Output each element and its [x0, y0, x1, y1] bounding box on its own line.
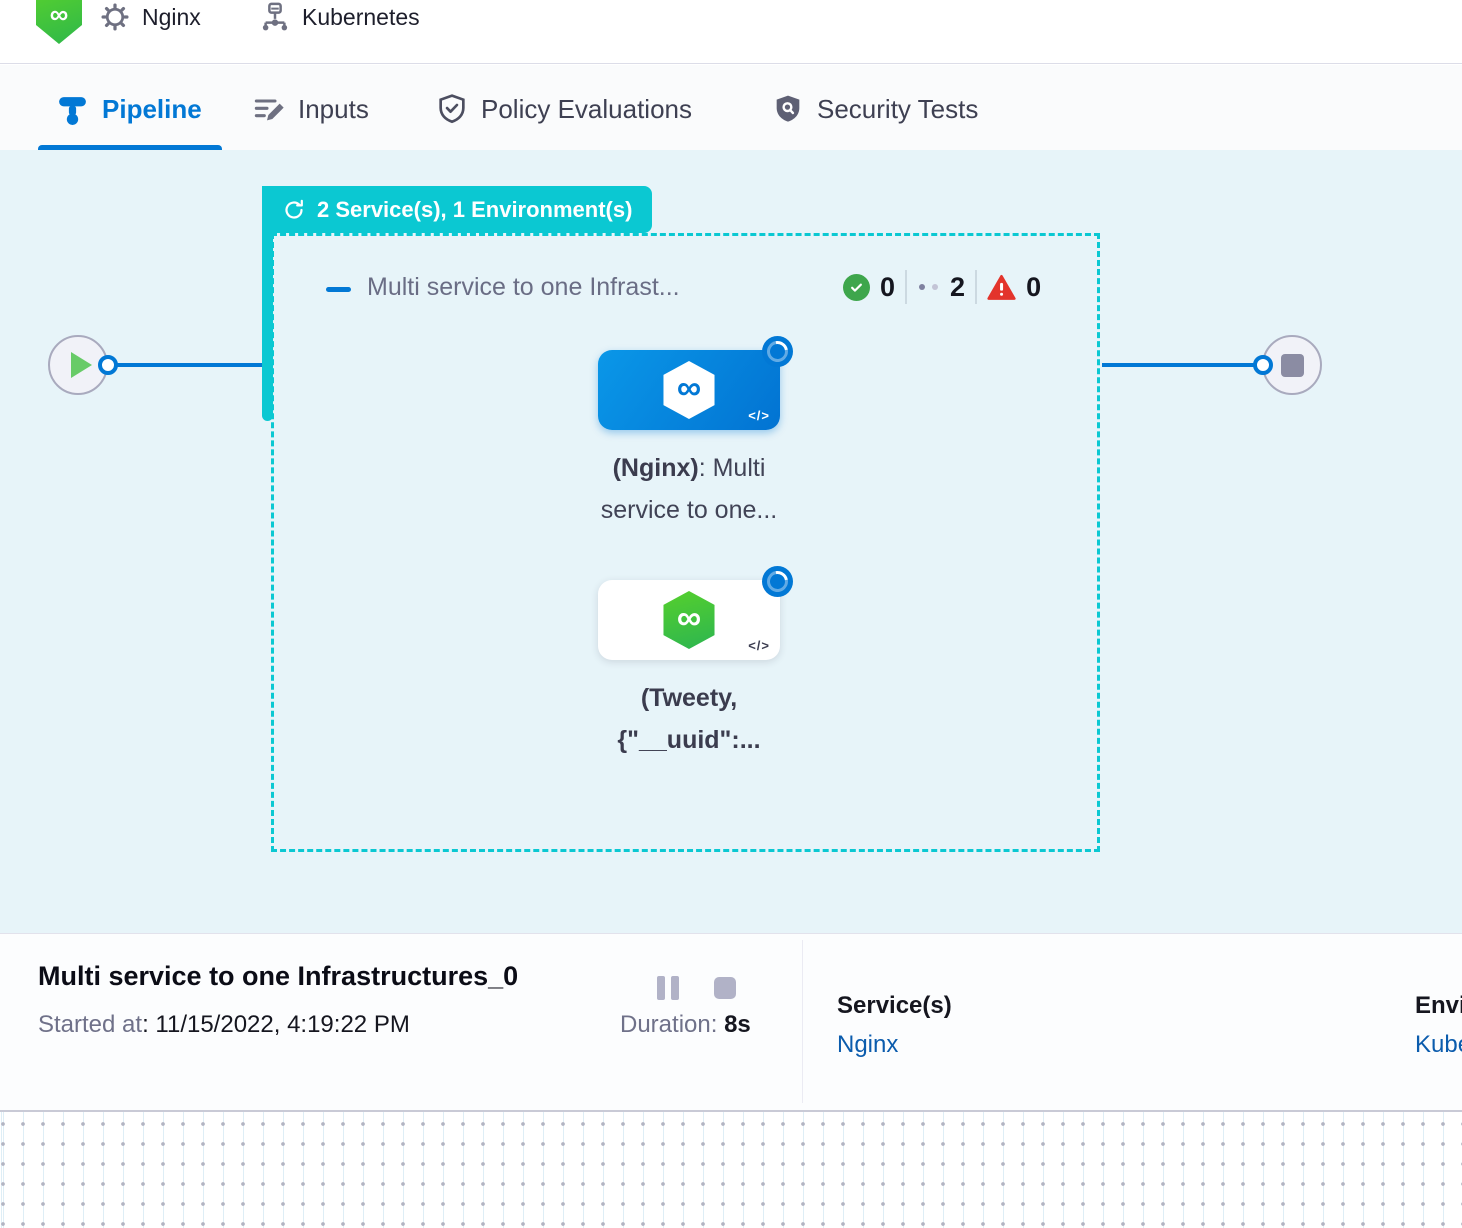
started-at-label: Started at	[38, 1011, 143, 1038]
node-tweety-label-line1: (Tweety,	[640, 684, 738, 712]
loop-icon	[285, 199, 303, 219]
gear-icon	[101, 3, 129, 31]
play-icon	[70, 352, 92, 378]
stage-group-boundary	[271, 233, 1100, 852]
node-nginx-label-line2: service to one...	[600, 496, 778, 524]
services-link[interactable]: Nginx	[837, 1031, 899, 1058]
tab-inputs-label: Inputs	[298, 93, 369, 124]
tab-pipeline[interactable]: Pipeline	[56, 87, 202, 131]
harness-step-icon: ∞	[663, 591, 715, 649]
started-at: Started at: 11/15/2022, 4:19:22 PM	[38, 1011, 410, 1039]
node-tweety[interactable]: ∞ </>	[598, 566, 793, 660]
success-check-icon	[843, 273, 870, 301]
abort-button[interactable]	[714, 977, 736, 999]
cluster-breadcrumb-label: Kubernetes	[302, 3, 420, 30]
services-label: Service(s)	[837, 992, 952, 1019]
kubernetes-cluster-icon	[262, 2, 288, 31]
duration: Duration: 8s	[620, 1011, 751, 1039]
stage-status-counts: 0 2 0	[843, 270, 1041, 304]
inputs-icon	[254, 99, 284, 121]
pause-button[interactable]	[657, 976, 691, 1000]
node-nginx-label-rest: : Multi	[698, 454, 766, 482]
pipeline-icon	[59, 96, 86, 125]
environments-label: Environment(s)	[1415, 992, 1462, 1019]
execution-summary-bar: Multi service to one Infrastructures_0 S…	[0, 933, 1462, 1110]
active-tab-underline	[38, 145, 222, 150]
node-tweety-label-line2: {"__uuid":...	[617, 726, 761, 754]
log-canvas-grid[interactable]	[0, 1110, 1462, 1228]
security-shield-icon	[776, 95, 800, 122]
tab-policy-evaluations[interactable]: Policy Evaluations	[436, 87, 692, 131]
edge-start-to-stage	[110, 363, 263, 367]
node-nginx[interactable]: ∞ </>	[598, 336, 793, 430]
edge-connector-dot	[98, 355, 118, 375]
environments-link[interactable]: Kubernetes	[1415, 1031, 1462, 1058]
failed-count: 0	[1026, 271, 1042, 302]
stage-group-strip	[262, 186, 273, 421]
infinity-glyph: ∞	[676, 598, 702, 637]
service-breadcrumb-label: Nginx	[142, 3, 201, 30]
tab-policy-evaluations-label: Policy Evaluations	[481, 93, 692, 124]
edge-stage-to-end	[1102, 363, 1255, 367]
running-dots-icon	[917, 284, 940, 290]
code-icon: </>	[748, 638, 770, 653]
cluster-breadcrumb[interactable]: Kubernetes	[260, 0, 420, 34]
infinity-glyph: ∞	[49, 0, 69, 29]
execution-tab-bar: Pipeline Inputs Policy Evaluations Secur…	[0, 65, 1462, 150]
running-count: 2	[950, 271, 966, 302]
tab-security-tests[interactable]: Security Tests	[772, 87, 978, 131]
services-summary: Service(s) Nginx	[837, 992, 952, 1059]
top-bar: ∞ Nginx	[0, 0, 1462, 64]
pipeline-canvas[interactable]: 2 Service(s), 1 Environment(s) Multi ser…	[0, 150, 1462, 933]
stop-icon	[1280, 353, 1304, 377]
stage-group-badge[interactable]: 2 Service(s), 1 Environment(s)	[262, 186, 653, 233]
execution-title: Multi service to one Infrastructures_0	[38, 961, 519, 991]
success-count: 0	[880, 271, 896, 302]
edge-connector-dot	[1253, 355, 1273, 375]
infinity-glyph: ∞	[676, 368, 702, 407]
running-spinner-icon	[762, 336, 793, 367]
code-icon: </>	[748, 408, 770, 423]
collapse-stage-button[interactable]	[326, 287, 351, 292]
tab-inputs[interactable]: Inputs	[253, 87, 369, 131]
count-separator	[905, 270, 908, 304]
failed-warning-icon	[987, 274, 1016, 300]
started-at-value: : 11/15/2022, 4:19:22 PM	[142, 1011, 410, 1038]
policy-shield-check-icon	[439, 94, 465, 124]
tab-pipeline-label: Pipeline	[102, 93, 202, 124]
footer-divider	[802, 940, 803, 1103]
node-tweety-label: (Tweety, {"__uuid":...	[523, 677, 855, 761]
stage-group-badge-label: 2 Service(s), 1 Environment(s)	[317, 196, 633, 222]
duration-value: 8s	[724, 1011, 751, 1038]
node-nginx-label-bold: (Nginx)	[612, 454, 699, 482]
harness-step-icon: ∞	[663, 361, 715, 419]
node-nginx-label: (Nginx): Multi service to one...	[523, 447, 855, 531]
stage-title: Multi service to one Infrast...	[367, 273, 680, 301]
running-spinner-icon	[762, 566, 793, 597]
duration-label: Duration:	[620, 1011, 725, 1038]
environments-summary: Environment(s) Kubernetes	[1415, 992, 1462, 1059]
harness-logo-icon: ∞	[36, 0, 82, 44]
service-breadcrumb[interactable]: Nginx	[100, 0, 201, 34]
count-separator	[975, 270, 978, 304]
tab-security-tests-label: Security Tests	[817, 93, 979, 124]
